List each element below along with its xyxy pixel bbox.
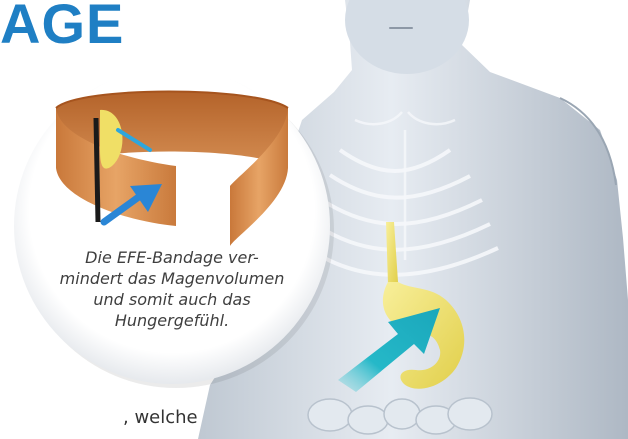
body-text-fragment: , welche [123, 409, 198, 427]
caption-line: und somit auch das [44, 289, 300, 310]
caption-line: mindert das Magenvolumen [44, 268, 300, 289]
callout-caption: Die EFE-Bandage ver- mindert das Magenvo… [44, 247, 300, 331]
caption-line: Die EFE-Bandage ver- [44, 247, 300, 268]
caption-line: Hungergefühl. [44, 310, 300, 331]
headline: AGE [0, 0, 124, 52]
